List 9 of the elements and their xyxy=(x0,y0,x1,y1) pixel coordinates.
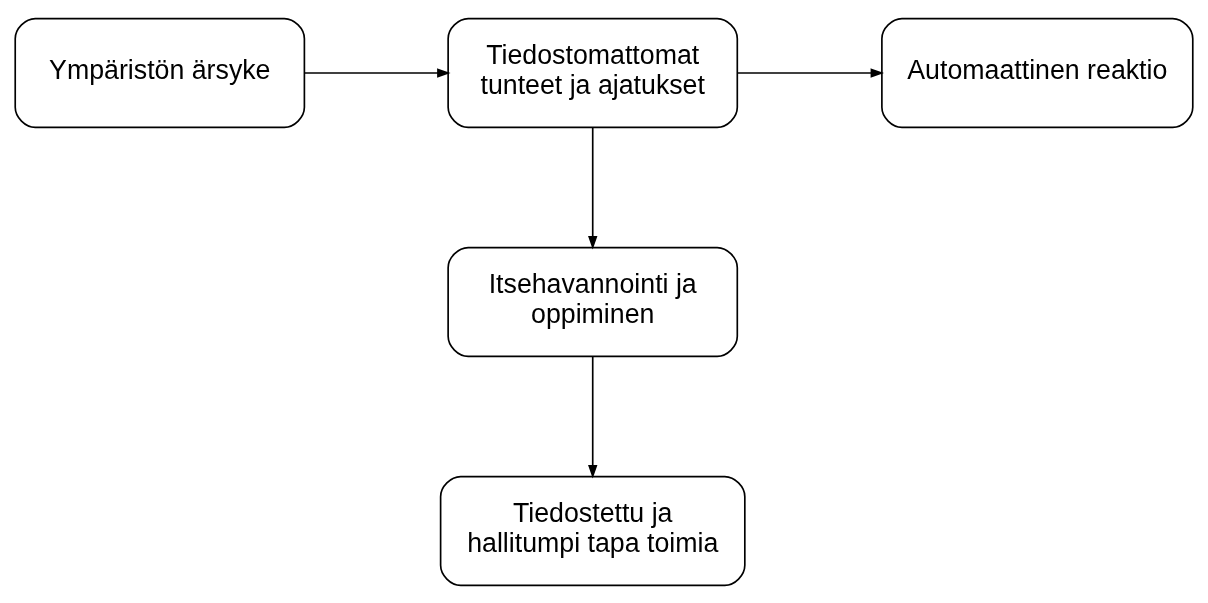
arrow xyxy=(588,126,598,249)
arrow xyxy=(736,67,884,78)
node-box: Automaattinen reaktio xyxy=(881,17,1194,128)
arrow xyxy=(303,67,451,78)
node-box: Ympäristön ärsyke xyxy=(14,17,306,128)
arrow xyxy=(588,355,598,478)
node-box: Itsehavannointi ja oppiminen xyxy=(447,246,739,357)
node-box: Tiedostettu ja hallitumpi tapa toimia xyxy=(439,475,746,586)
node-box: Tiedostomattomat tunteet ja ajatukset xyxy=(447,17,739,128)
